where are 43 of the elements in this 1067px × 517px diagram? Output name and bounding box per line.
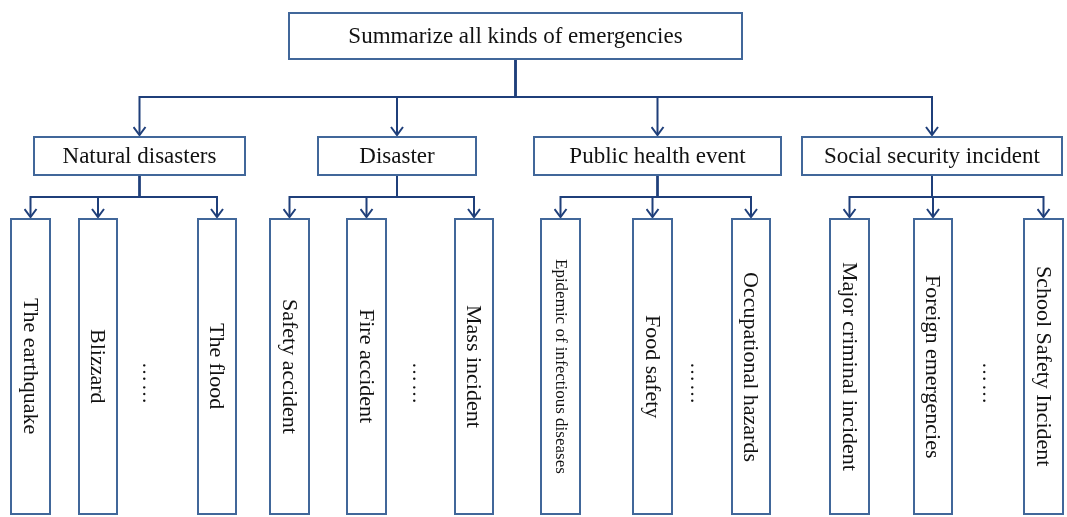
ellipsis-mark: …… bbox=[408, 362, 431, 406]
box-label: Mass incident bbox=[461, 305, 487, 428]
box-label: The flood bbox=[204, 323, 230, 410]
category-box bbox=[829, 218, 870, 515]
arrow bbox=[931, 175, 1051, 218]
ellipsis-mark: …… bbox=[686, 362, 709, 406]
box-label: Disaster bbox=[359, 143, 435, 169]
arrow bbox=[656, 175, 758, 218]
category-box bbox=[913, 218, 953, 515]
group-box bbox=[317, 136, 477, 176]
box-label: Occupational hazards bbox=[738, 271, 764, 462]
box-label: Food safety bbox=[639, 314, 666, 419]
box-label: Epidemic of infectious diseases bbox=[550, 259, 571, 474]
arrow bbox=[138, 175, 224, 218]
arrow bbox=[396, 175, 481, 218]
category-box bbox=[346, 218, 387, 515]
ellipsis-mark: …… bbox=[978, 362, 1001, 406]
box-label: Public health event bbox=[569, 143, 746, 169]
group-box bbox=[533, 136, 782, 176]
category-box bbox=[540, 218, 581, 515]
category-box bbox=[454, 218, 494, 515]
category-box bbox=[78, 218, 118, 515]
box-label: Major criminal incident bbox=[836, 262, 863, 471]
group-box bbox=[801, 136, 1063, 176]
arrow bbox=[514, 59, 939, 136]
box-label: School Safety Incident bbox=[1030, 266, 1057, 467]
box-label: Foreign emergencies bbox=[920, 274, 946, 459]
category-box bbox=[269, 218, 310, 515]
box-label: Fire accident bbox=[353, 309, 380, 424]
box-label: Safety accident bbox=[276, 299, 303, 434]
category-box bbox=[197, 218, 237, 515]
category-box bbox=[731, 218, 771, 515]
root-box bbox=[288, 12, 743, 60]
category-box bbox=[1023, 218, 1064, 515]
group-box bbox=[33, 136, 246, 176]
box-label: Social security incident bbox=[824, 143, 1040, 169]
category-box bbox=[632, 218, 673, 515]
box-label: The earthquake bbox=[17, 298, 44, 435]
box-label: Summarize all kinds of emergencies bbox=[348, 23, 683, 49]
ellipsis-mark: …… bbox=[138, 362, 161, 406]
category-box bbox=[10, 218, 51, 515]
box-label: Natural disasters bbox=[62, 143, 217, 169]
box-label: Blizzard bbox=[85, 329, 111, 404]
